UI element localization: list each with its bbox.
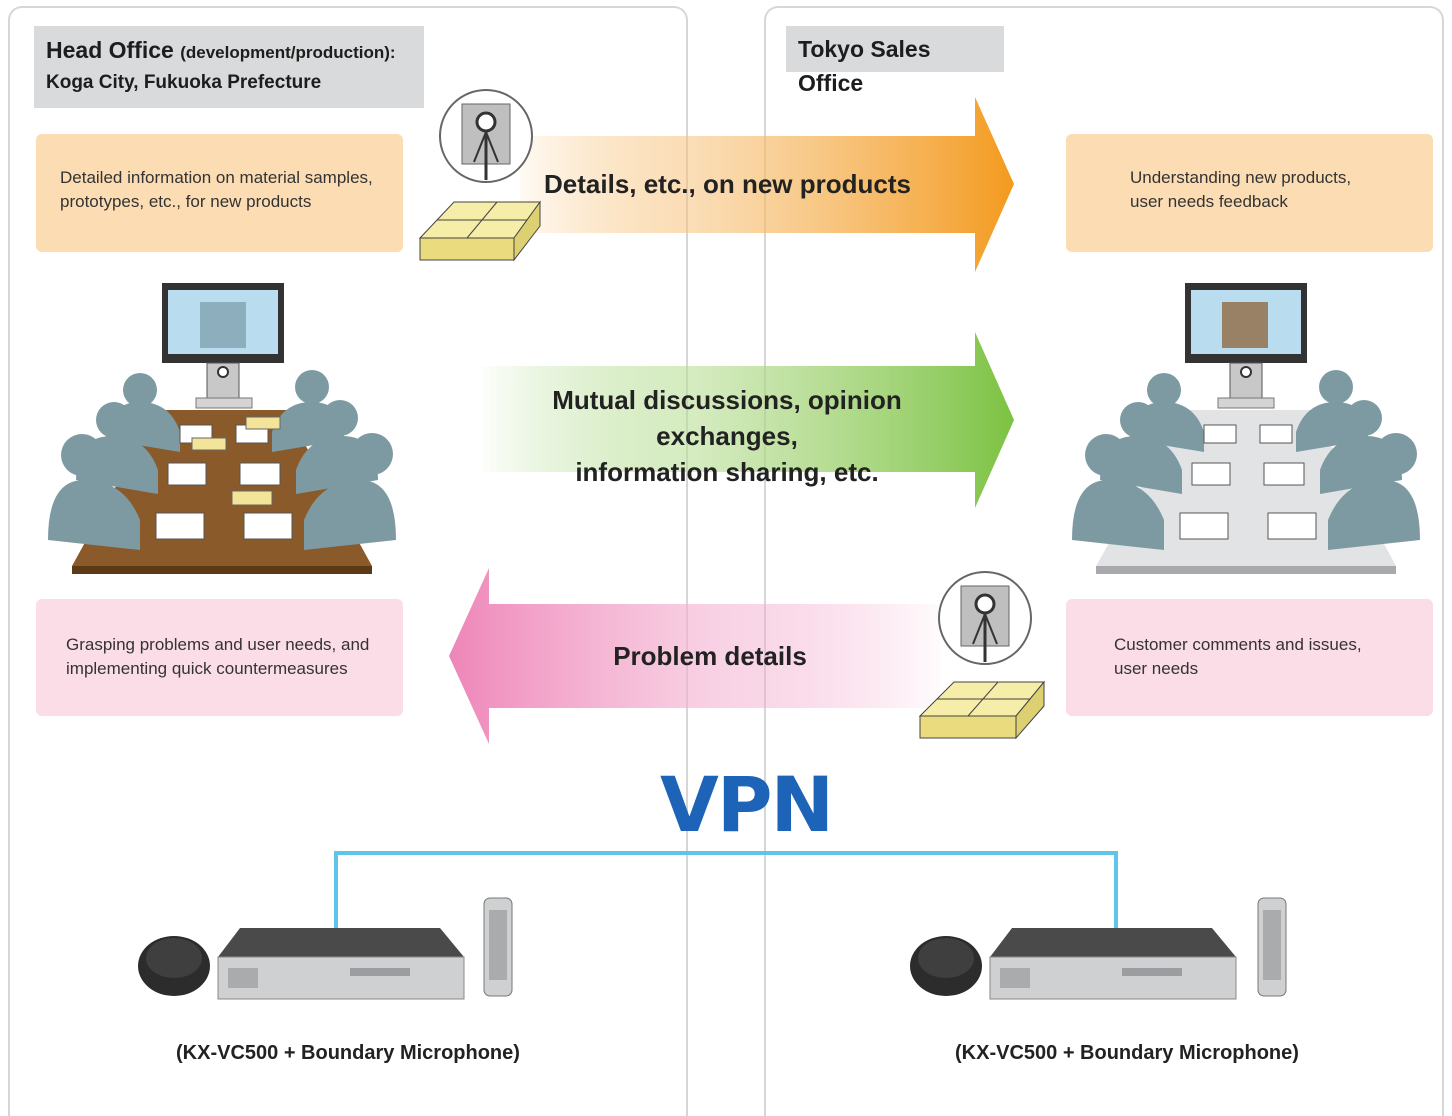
box-text-line: Understanding new products, — [1130, 168, 1352, 187]
box-text-line: prototypes, etc., for new products — [60, 192, 312, 211]
sample-tray-icon — [918, 680, 1046, 740]
head-office-title: Head Office (development/production): Ko… — [34, 26, 424, 108]
arrow-label-problem-details: Problem details — [613, 641, 807, 671]
tokyo-office-feedback-box: Customer comments and issues, user needs — [1066, 599, 1433, 716]
head-office-title-main: Head Office — [46, 37, 174, 63]
arrow-label-line: Mutual discussions, opinion exchanges, — [552, 385, 902, 451]
head-office-location: Koga City, Fukuoka Prefecture — [46, 72, 322, 93]
box-text-line: Customer comments and issues, — [1114, 635, 1362, 654]
arrow-new-products — [520, 97, 1014, 272]
box-text-line: implementing quick countermeasures — [66, 659, 348, 678]
boundary-microphone-icon — [910, 936, 982, 996]
tokyo-office-info-box: Understanding new products, user needs f… — [1066, 134, 1433, 252]
sample-tray-icon — [418, 200, 541, 262]
box-text-line: user needs feedback — [1130, 192, 1288, 211]
kx-vc500-device-icon — [217, 928, 465, 1000]
tokyo-office-panel — [764, 6, 1444, 1116]
head-office-feedback-box: Grasping problems and user needs, and im… — [36, 599, 403, 716]
box-text-line: Detailed information on material samples… — [60, 168, 373, 187]
box-text-line: Grasping problems and user needs, and — [66, 635, 370, 654]
tokyo-office-equipment-caption: (KX-VC500 + Boundary Microphone) — [955, 1042, 1299, 1064]
remote-control-icon — [483, 897, 513, 997]
arrow-problem-details — [449, 568, 940, 744]
head-office-panel — [8, 6, 688, 1116]
head-office-meeting-illustration — [48, 283, 396, 574]
box-text-line: user needs — [1114, 659, 1199, 678]
arrow-mutual-discussions — [482, 332, 1014, 508]
tokyo-office-title: Tokyo Sales Office — [786, 26, 1004, 96]
head-office-equipment-caption: (KX-VC500 + Boundary Microphone) — [176, 1042, 520, 1064]
vpn-connection-line — [334, 851, 1118, 934]
head-office-info-box: Detailed information on material samples… — [36, 134, 403, 252]
vpn-label: VPN — [660, 760, 834, 849]
camera-icon — [439, 89, 533, 183]
camera-icon — [938, 571, 1032, 665]
arrow-label-new-products: Details, etc., on new products — [544, 169, 911, 199]
tokyo-office-meeting-illustration — [1072, 283, 1420, 574]
kx-vc500-device-icon — [989, 928, 1237, 1000]
arrow-label-line: information sharing, etc. — [575, 457, 879, 487]
head-office-title-paren: (development/production): — [180, 43, 396, 62]
boundary-microphone-icon — [138, 936, 210, 996]
arrow-label-mutual-discussions: Mutual discussions, opinion exchanges, i… — [486, 382, 968, 490]
remote-control-icon — [1257, 897, 1287, 997]
